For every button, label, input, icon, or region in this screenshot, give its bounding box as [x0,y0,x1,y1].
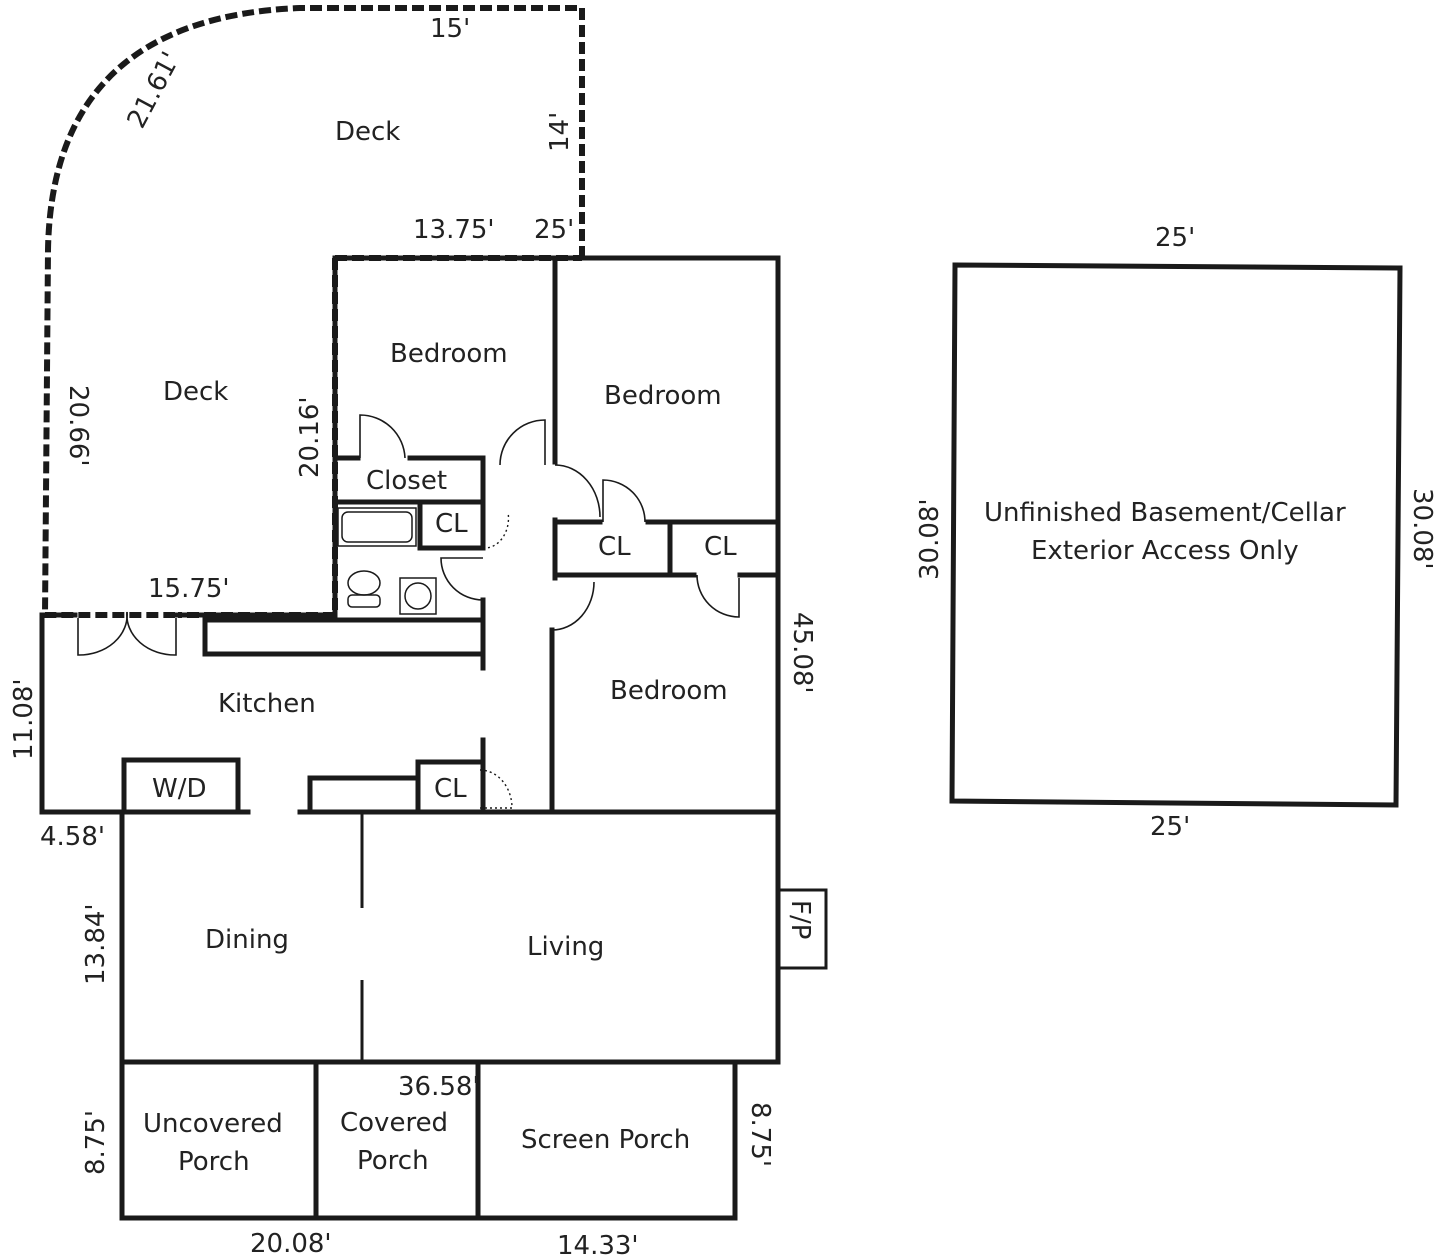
bath-fixtures [337,507,437,615]
dim-deck-inner: 20.16' [295,396,325,478]
label-screen-porch: Screen Porch [521,1125,690,1155]
deck-outline [41,5,585,618]
doors [77,414,740,809]
label-closet: Closet [366,466,447,496]
label-basement-1: Unfinished Basement/Cellar [984,498,1346,528]
dim-basement-right: 30.08' [1407,488,1437,570]
label-fireplace: F/P [785,900,815,939]
dim-deck-top: 15' [430,14,470,44]
label-uncovered-porch-1: Uncovered [143,1109,283,1139]
dim-porch-left: 8.75' [81,1110,111,1175]
dimension-labels: 15' 21.61' 14' 13.75' 25' 20.66' 20.16' … [9,14,1437,1258]
label-living: Living [527,932,604,962]
house-walls [39,255,781,1065]
dim-deck-bottom: 13.75' [413,215,495,245]
dim-porch-bottom-right: 14.33' [557,1231,639,1258]
label-cl-bath: CL [435,509,468,539]
dim-basement-top: 25' [1155,223,1195,253]
dim-basement-bottom: 25' [1150,812,1190,842]
fireplace [776,888,828,970]
dim-basement-left: 30.08' [915,498,945,580]
label-cl-right: CL [704,532,737,562]
label-bedroom-3: Bedroom [610,676,728,706]
label-bedroom-1: Bedroom [390,339,508,369]
label-cl-mid: CL [598,532,631,562]
dim-dining-side: 13.84' [81,903,111,985]
label-covered-porch-1: Covered [340,1108,448,1138]
dim-deck-right: 14' [545,112,575,152]
dim-kitchen-step: 4.58' [40,822,105,852]
label-basement-2: Exterior Access Only [1031,536,1299,566]
label-bedroom-2: Bedroom [604,381,722,411]
dim-deck-base: 15.75' [148,574,230,604]
label-covered-porch-2: Porch [357,1146,429,1176]
dim-kitchen-side: 11.08' [9,678,39,760]
dim-deck-arc: 21.61' [122,47,187,133]
label-cl-kitchen: CL [434,774,467,804]
label-kitchen: Kitchen [218,689,316,719]
basement [949,262,1403,808]
label-wd: W/D [152,774,207,804]
dim-porch-right: 8.75' [745,1102,775,1167]
room-labels: Deck Deck Bedroom Bedroom Bedroom Closet… [143,117,1346,1177]
label-deck-left: Deck [163,377,228,407]
label-deck-top: Deck [335,117,400,147]
label-dining: Dining [205,925,289,955]
dim-deck-left: 20.66' [63,385,93,467]
dim-house-bottom: 36.58' [398,1072,480,1102]
porches [119,1059,738,1221]
dim-house-right: 45.08' [787,612,817,694]
label-uncovered-porch-2: Porch [178,1147,250,1177]
dim-deck-step: 25' [534,215,574,245]
dim-porch-bottom-left: 20.08' [250,1229,332,1258]
